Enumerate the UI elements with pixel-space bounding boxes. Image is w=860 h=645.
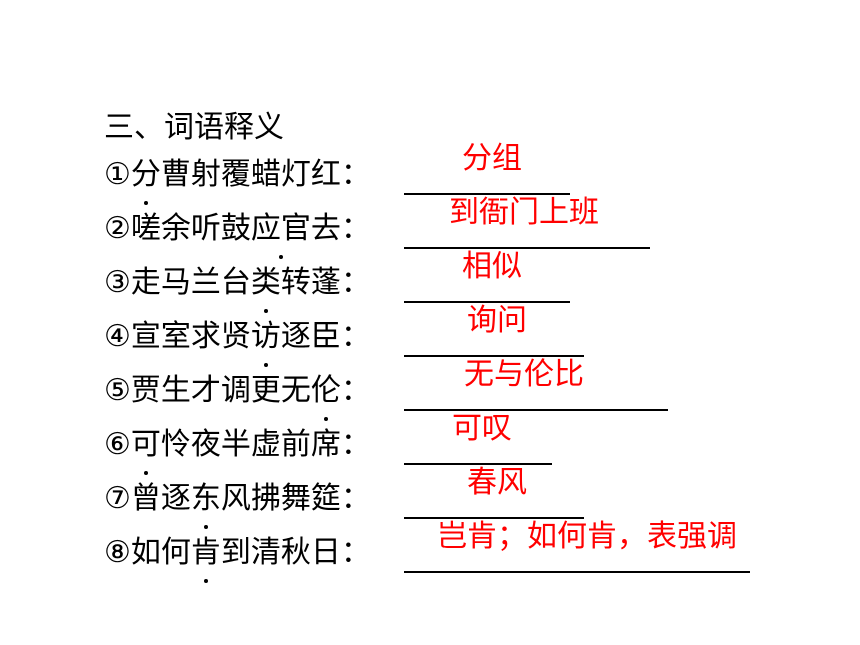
answer-blank xyxy=(404,247,650,249)
emphasized-word: 类 xyxy=(251,263,281,313)
item-number: ⑧ xyxy=(104,535,131,570)
answer-text: 询问 xyxy=(467,303,527,338)
emphasized-word: 分 xyxy=(131,155,161,205)
phrase-before: 如何 xyxy=(130,535,191,570)
item-number: ⑥ xyxy=(104,427,131,462)
phrase-before: 贾生才调更无 xyxy=(130,373,311,408)
phrase-after: 去： xyxy=(310,211,371,246)
answer-blank xyxy=(404,517,584,519)
phrase: ①分曹射覆蜡灯红： xyxy=(104,155,371,205)
list-item: ④宣室求贤访逐臣： 询问 xyxy=(104,303,844,367)
answer-blank xyxy=(404,409,668,411)
answer-blank xyxy=(404,463,552,465)
phrase: ②嗟余听鼓应官去： xyxy=(104,209,371,259)
list-item: ①分曹射覆蜡灯红： 分组 xyxy=(104,141,844,205)
phrase-after: ： xyxy=(340,373,371,408)
answer-text: 岂肯；如何肯，表强调 xyxy=(437,519,737,554)
emphasized-word: 访 xyxy=(251,317,281,367)
emphasized-word: 应官 xyxy=(251,209,311,259)
list-item: ⑧如何肯到清秋日： 岂肯；如何肯，表强调 xyxy=(104,519,844,583)
phrase-after: 风拂舞筵： xyxy=(220,481,371,516)
item-number: ⑤ xyxy=(104,373,131,408)
list-item: ⑦曾逐东风拂舞筵： 春风 xyxy=(104,465,844,529)
answer-text: 可叹 xyxy=(452,411,512,446)
phrase-before: 嗟余听鼓 xyxy=(130,211,251,246)
answer-text: 无与伦比 xyxy=(464,357,584,392)
phrase-before: 走马兰台 xyxy=(130,265,251,300)
list-item: ③走马兰台类转蓬： 相似 xyxy=(104,249,844,313)
phrase: ⑥可怜夜半虚前席： xyxy=(104,425,371,475)
phrase: ④宣室求贤访逐臣： xyxy=(104,317,371,367)
section-title: 三、词语释义 xyxy=(104,110,284,145)
answer-blank xyxy=(404,193,570,195)
answer-blank xyxy=(404,301,570,303)
phrase-after: 转蓬： xyxy=(280,265,371,300)
answer-text: 春风 xyxy=(467,465,527,500)
item-number: ① xyxy=(104,157,131,192)
phrase-after: 曹射覆蜡灯红： xyxy=(160,157,371,192)
list-item: ⑥可怜夜半虚前席： 可叹 xyxy=(104,411,844,475)
phrase-after: 怜夜半虚前席： xyxy=(160,427,371,462)
answer-blank xyxy=(404,355,584,357)
emphasized-word: 伦 xyxy=(311,371,341,421)
item-number: ② xyxy=(104,211,131,246)
list-item: ⑤贾生才调更无伦： 无与伦比 xyxy=(104,357,844,421)
phrase-before: 曾逐 xyxy=(130,481,191,516)
phrase: ③走马兰台类转蓬： xyxy=(104,263,371,313)
answer-text: 到衙门上班 xyxy=(449,195,599,230)
emphasized-word: 东 xyxy=(191,479,221,529)
answer-text: 相似 xyxy=(462,249,522,284)
phrase: ⑦曾逐东风拂舞筵： xyxy=(104,479,371,529)
emphasized-word: 可 xyxy=(131,425,161,475)
phrase-after: 到清秋日： xyxy=(220,535,371,570)
item-number: ③ xyxy=(104,265,131,300)
phrase-after: 逐臣： xyxy=(280,319,371,354)
item-number: ④ xyxy=(104,319,131,354)
emphasized-word: 肯 xyxy=(191,533,221,583)
phrase-before: 宣室求贤 xyxy=(130,319,251,354)
item-number: ⑦ xyxy=(104,481,131,516)
phrase: ⑤贾生才调更无伦： xyxy=(104,371,371,421)
answer-text: 分组 xyxy=(462,141,522,176)
list-item: ②嗟余听鼓应官去： 到衙门上班 xyxy=(104,195,844,259)
answer-blank xyxy=(404,571,750,573)
phrase: ⑧如何肯到清秋日： xyxy=(104,533,371,583)
